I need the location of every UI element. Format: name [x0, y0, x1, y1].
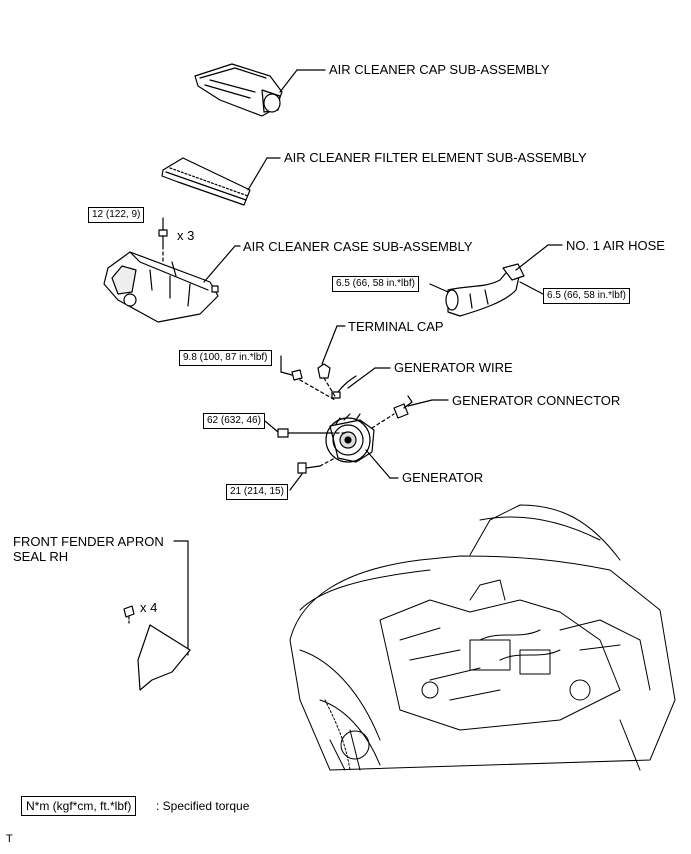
- air-cleaner-cap-label: AIR CLEANER CAP SUB-ASSEMBLY: [329, 62, 550, 77]
- generator-label: GENERATOR: [402, 470, 484, 485]
- footer-mark: T: [6, 833, 13, 845]
- air-cleaner-cap-drawing: [194, 63, 326, 117]
- no1-air-hose-label: NO. 1 AIR HOSE: [566, 238, 665, 253]
- air-cleaner-filter-label: AIR CLEANER FILTER ELEMENT SUB-ASSEMBLY: [284, 150, 587, 165]
- no1-air-hose-drawing: [429, 244, 563, 317]
- torque-case-bolt: 12 (122, 9): [88, 207, 145, 223]
- terminal-cap-label: TERMINAL CAP: [348, 319, 444, 334]
- torque-unit-legend-text: : Specified torque: [156, 799, 250, 813]
- front-fender-apron-seal-label: FRONT FENDER APRON SEAL RH: [13, 534, 164, 564]
- case-bolt-quantity: x 3: [177, 228, 195, 243]
- air-cleaner-case-drawing: [103, 245, 241, 323]
- torque-unit-legend-box: N*m (kgf*cm, ft.*lbf): [21, 796, 137, 816]
- torque-generator-bolt-lower: 21 (214, 15): [226, 484, 288, 500]
- fender-apron-seal-drawing: [123, 540, 191, 691]
- generator-connector-label: GENERATOR CONNECTOR: [452, 393, 621, 408]
- terminal-and-wire-drawing: [280, 325, 391, 401]
- torque-hose-right: 6.5 (66, 58 in.*lbf): [543, 288, 630, 304]
- generator-connector-drawing: [371, 395, 449, 429]
- air-cleaner-case-label: AIR CLEANER CASE SUB-ASSEMBLY: [243, 239, 473, 254]
- case-bolt-drawing: [158, 217, 168, 263]
- torque-generator-bolt-upper: 62 (632, 46): [203, 413, 265, 429]
- engine-bay-drawing: [289, 504, 676, 771]
- generator-wire-label: GENERATOR WIRE: [394, 360, 513, 375]
- torque-hose-left: 6.5 (66, 58 in.*lbf): [332, 276, 419, 292]
- fender-clip-quantity: x 4: [140, 600, 158, 615]
- torque-terminal-nut: 9.8 (100, 87 in.*lbf): [179, 350, 272, 366]
- air-filter-element-drawing: [161, 157, 281, 206]
- generator-drawing: [325, 413, 399, 479]
- generator-bolts-drawing: [264, 420, 346, 491]
